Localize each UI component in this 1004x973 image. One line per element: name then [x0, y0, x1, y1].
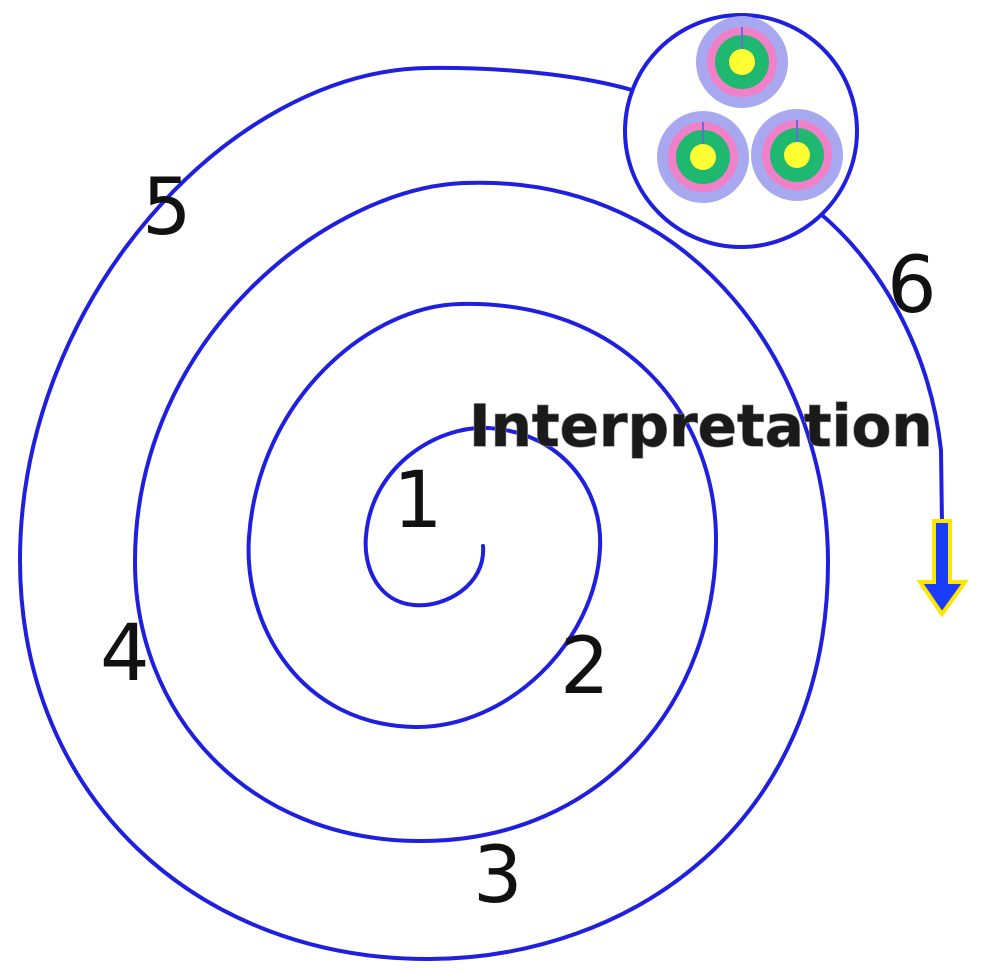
nested-circle-top: [696, 16, 788, 108]
circle-left-core: [690, 144, 716, 170]
nested-circle-right: [751, 109, 843, 201]
down-arrow-icon: [916, 519, 969, 618]
stage-label-1: 1: [393, 456, 443, 546]
nested-circles-cluster-icon: [623, 13, 859, 249]
stage-label-2: 2: [560, 622, 610, 712]
stage-label-5: 5: [142, 163, 192, 253]
stage-label-6: 6: [887, 241, 937, 331]
spiral-line: [17, 65, 831, 962]
diagram-heading: Interpretation: [469, 392, 933, 460]
stage-label-4: 4: [100, 609, 150, 699]
circle-top-core: [729, 49, 755, 75]
spiral-tail-line: [814, 208, 944, 527]
circle-right-core: [784, 142, 810, 168]
stage-label-3: 3: [473, 831, 523, 921]
nested-circle-left: [657, 111, 749, 203]
